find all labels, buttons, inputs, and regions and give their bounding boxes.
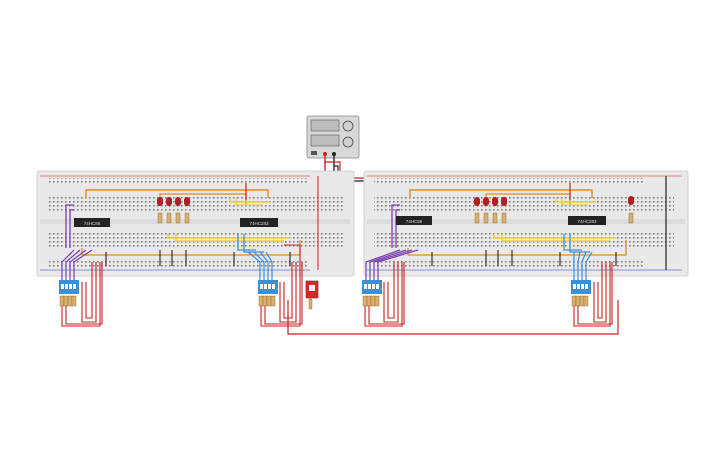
chip-label: 74HC283 <box>577 219 597 224</box>
resistor-bank <box>59 295 589 307</box>
led-group-left <box>157 197 190 224</box>
chip-74hc86-right[interactable]: 74HC86 <box>396 216 432 225</box>
chip-label: 74HC283 <box>249 221 269 226</box>
voltage-knob[interactable] <box>342 120 354 132</box>
chip-label: 74HC86 <box>406 219 423 224</box>
current-display <box>310 134 340 147</box>
chip-74hc283-left[interactable]: 74HC283 <box>240 218 278 227</box>
power-supply-icon[interactable] <box>306 115 360 159</box>
positive-terminal[interactable] <box>323 152 327 156</box>
chip-74hc86-left[interactable]: 74HC86 <box>74 218 110 227</box>
carry-led <box>628 196 634 224</box>
breadboard-left[interactable] <box>36 170 355 277</box>
dip-switch-3[interactable] <box>362 280 382 294</box>
chip-label: 74HC86 <box>84 221 101 226</box>
power-switch[interactable] <box>311 151 317 155</box>
dip-switch-1[interactable] <box>59 280 79 294</box>
voltage-display <box>310 119 340 132</box>
chip-74hc283-right[interactable]: 74HC283 <box>568 216 606 225</box>
led-group-right <box>474 197 507 224</box>
current-knob[interactable] <box>342 136 354 148</box>
breadboard-right[interactable] <box>363 170 689 277</box>
dip-switch-2[interactable] <box>258 280 278 294</box>
carry-in-slide-switch[interactable] <box>305 280 319 310</box>
dip-switch-4[interactable] <box>571 280 591 294</box>
negative-terminal[interactable] <box>332 152 336 156</box>
